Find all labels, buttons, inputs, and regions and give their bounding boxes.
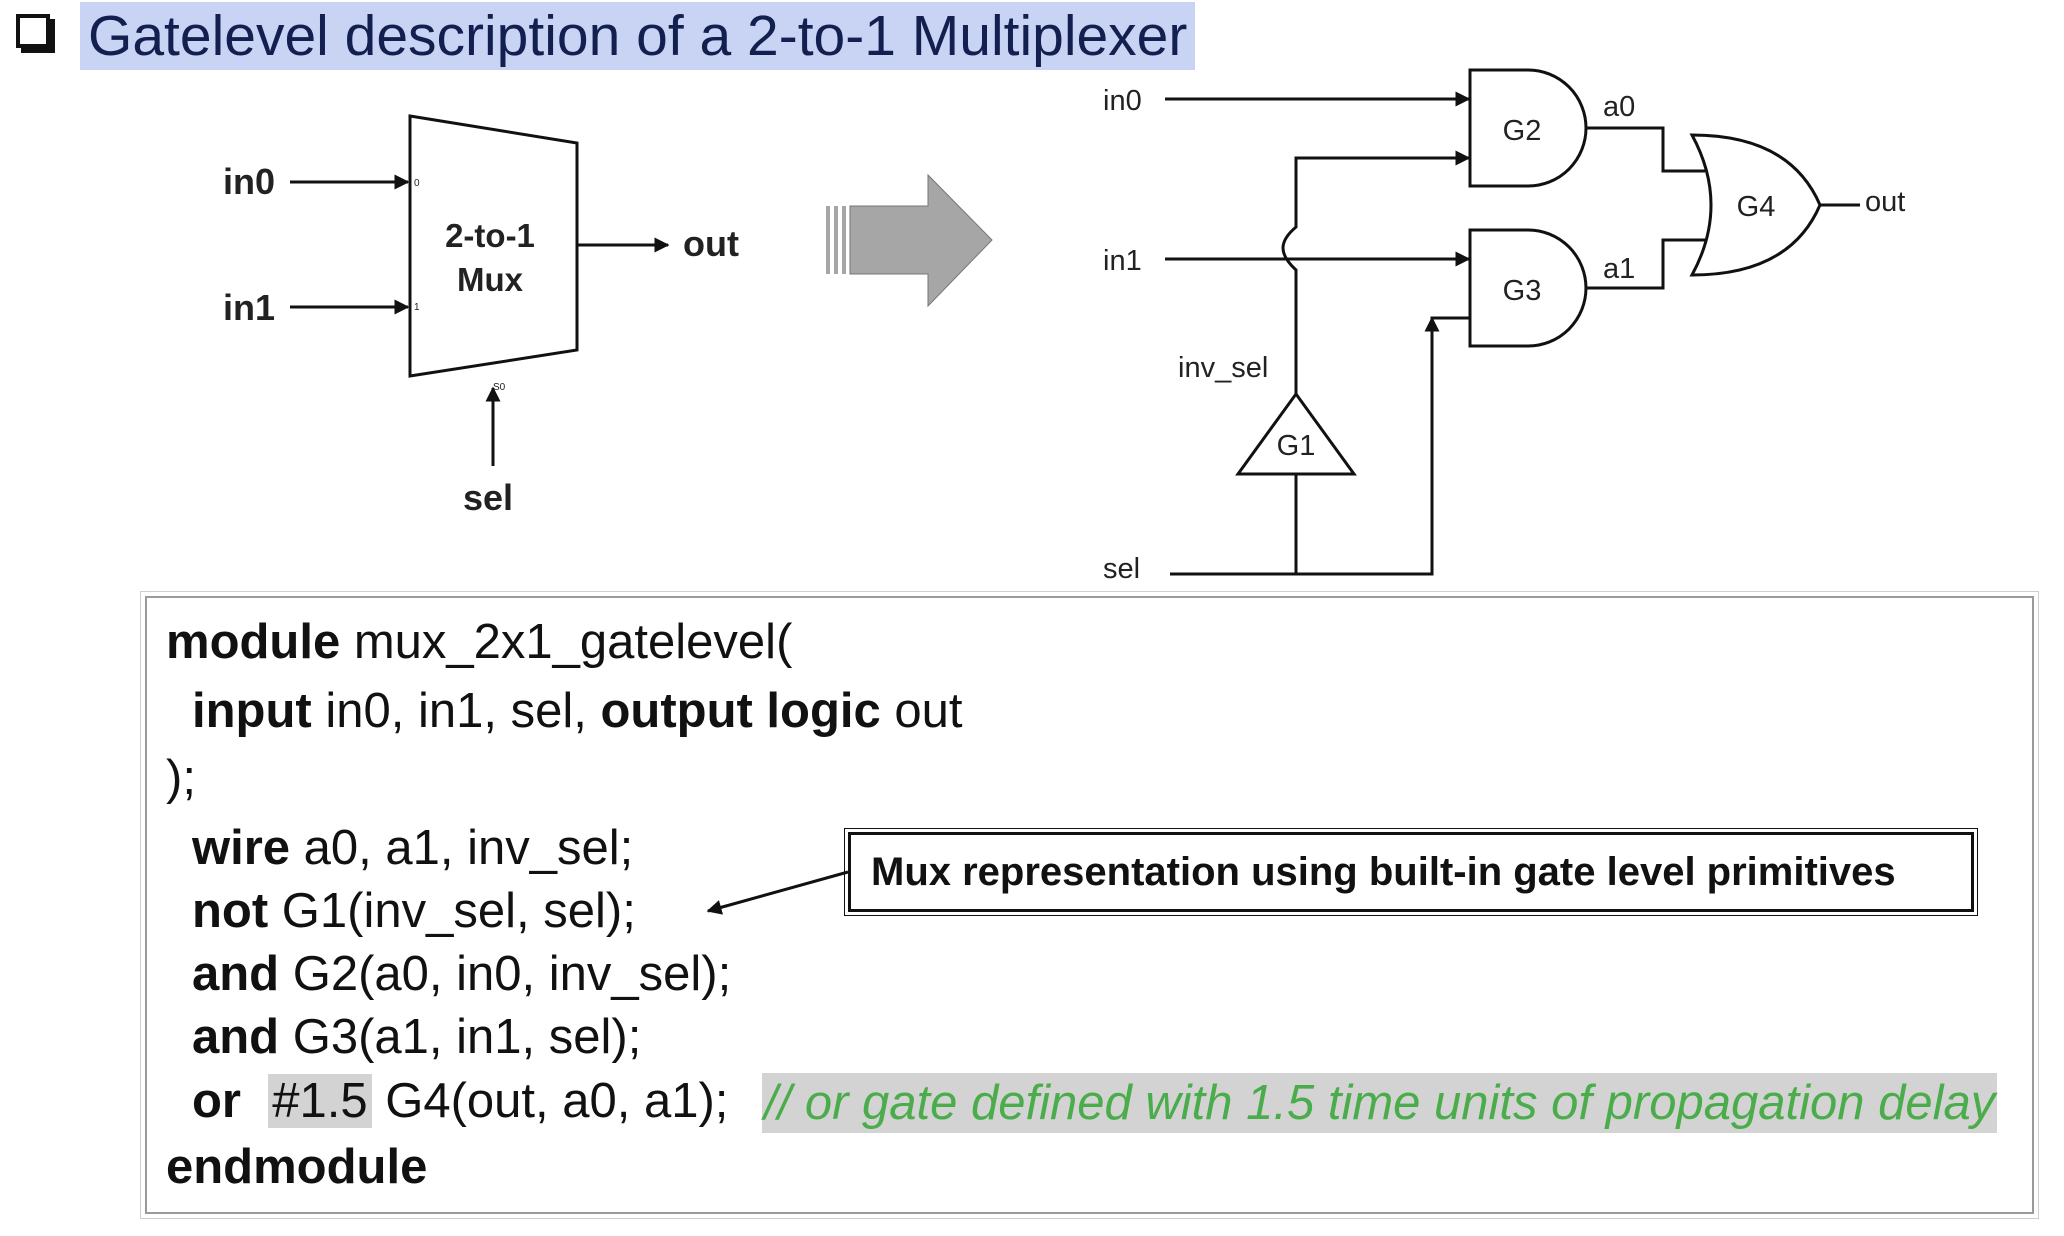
code-keyword: and (192, 947, 280, 1001)
gate-g3-shape (1468, 228, 1588, 348)
gate-g2-label: G2 (1503, 115, 1542, 147)
code-keyword: output logic (600, 684, 881, 738)
code-text: G4(out, a0, a1); (371, 1074, 729, 1128)
schem-out-label: out (1865, 186, 1905, 218)
gate-g3-label: G3 (1503, 275, 1542, 307)
delay-comment: // or gate defined with 1.5 time units o… (762, 1073, 1998, 1133)
schem-a0-label: a0 (1603, 91, 1635, 123)
schem-in1-label: in1 (1103, 245, 1142, 277)
mux-pin-1: 1 (414, 302, 420, 313)
gate-g2-shape (1468, 68, 1588, 188)
callout-box: Mux representation using built-in gate l… (844, 828, 1978, 916)
schem-in0-label: in0 (1103, 85, 1142, 117)
gate-g1-label: G1 (1277, 430, 1316, 462)
wire-sel (1170, 316, 1469, 576)
code-keyword: input (192, 684, 312, 738)
code-line-3: ); (166, 748, 196, 808)
code-line-6: and G2(a0, in0, inv_sel); (192, 944, 731, 1004)
mux-block-diagram: 2-to-1 Mux 0 1 S0 in0 in1 out sel (223, 114, 739, 518)
code-text: ); (166, 751, 196, 805)
gate-level-schematic (1165, 68, 1860, 576)
mux-pin-0: 0 (414, 178, 420, 189)
schem-inv-sel-label: inv_sel (1178, 352, 1268, 384)
code-keyword: not (192, 884, 269, 938)
code-line-1: module mux_2x1_gatelevel( (166, 612, 792, 672)
slide-title: Gatelevel description of a 2-to-1 Multip… (80, 2, 1196, 70)
mux-in0-label: in0 (223, 161, 275, 202)
wire-a0 (1586, 126, 1705, 173)
wire-inv-sel (1281, 150, 1471, 394)
gate-level-labels: in0 in1 sel inv_sel a0 a1 out G1 G2 G3 G… (1103, 85, 1905, 585)
diagram-canvas: 2-to-1 Mux 0 1 S0 in0 in1 out sel (223, 68, 1905, 585)
code-line-8: or #1.5 G4(out, a0, a1); (192, 1071, 728, 1131)
gate-g1-shape (1235, 391, 1357, 476)
delay-highlight: #1.5 (268, 1074, 372, 1128)
checkbox-bullet-icon (16, 14, 50, 48)
code-line-7: and G3(a1, in1, sel); (192, 1007, 641, 1067)
code-text: a0, a1, inv_sel; (290, 821, 634, 875)
code-text: in0, in1, sel, (311, 684, 601, 738)
code-line-4: wire a0, a1, inv_sel; (192, 818, 633, 878)
code-keyword: module (166, 615, 341, 669)
mux-trapezoid (408, 114, 579, 378)
code-line-9: endmodule (166, 1137, 427, 1197)
mux-sel-label: sel (463, 477, 513, 518)
code-keyword: or (192, 1074, 241, 1128)
code-keyword: endmodule (166, 1140, 428, 1194)
transform-arrow-icon (826, 173, 993, 308)
code-keyword: and (192, 1010, 280, 1064)
wire-a1 (1586, 238, 1705, 290)
mux-label-line2: Mux (457, 261, 524, 298)
schem-a1-label: a1 (1603, 253, 1635, 285)
code-text: G2(a0, in0, inv_sel); (279, 947, 732, 1001)
code-text: G3(a1, in1, sel); (279, 1010, 642, 1064)
mux-out-label: out (683, 223, 739, 264)
code-keyword: wire (192, 821, 291, 875)
schem-sel-label: sel (1103, 553, 1140, 585)
mux-label-line1: 2-to-1 (445, 217, 535, 254)
mux-in1-label: in1 (223, 287, 275, 328)
code-text: out (880, 684, 963, 738)
code-line-5: not G1(inv_sel, sel); (192, 881, 636, 941)
code-text: G1(inv_sel, sel); (268, 884, 636, 938)
code-text (241, 1074, 268, 1128)
gate-g4-label: G4 (1737, 191, 1776, 223)
code-text: mux_2x1_gatelevel( (340, 615, 793, 669)
code-line-2: input in0, in1, sel, output logic out (192, 681, 963, 741)
mux-pin-sel: S0 (493, 382, 506, 393)
gate-g4-shape (1689, 133, 1822, 277)
